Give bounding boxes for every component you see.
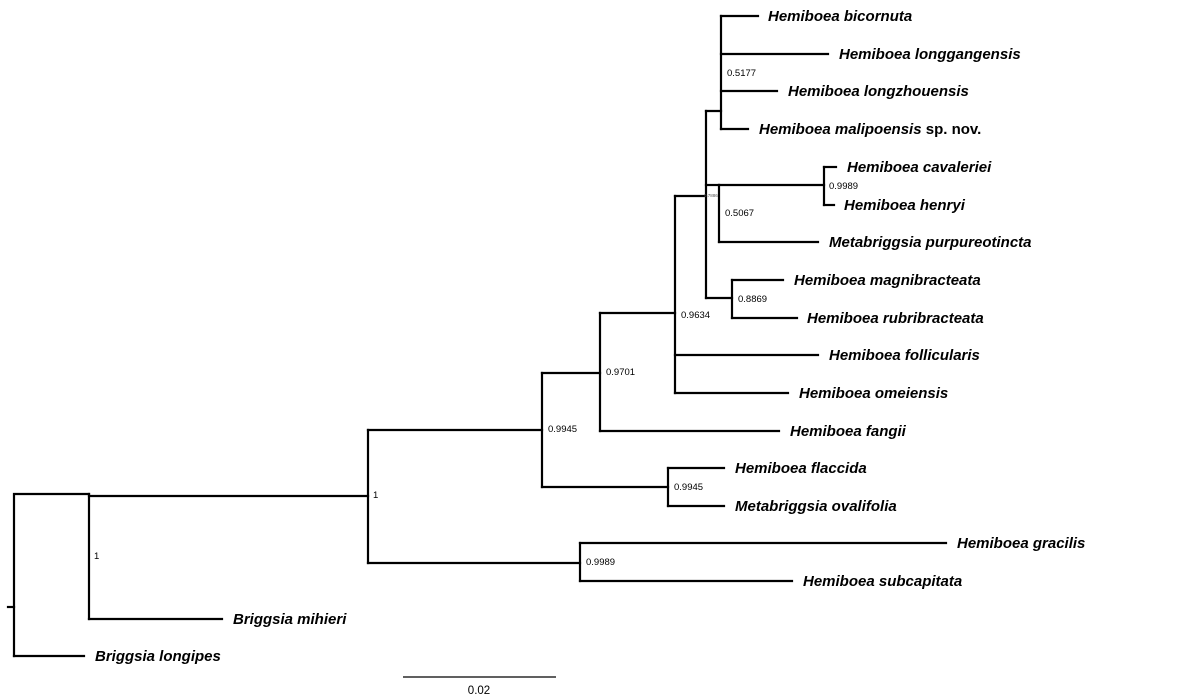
taxon-name: Hemiboea flaccida	[735, 460, 867, 477]
taxon-name: Hemiboea gracilis	[957, 535, 1085, 552]
support-value-fangii-clade: 0.9701	[606, 367, 635, 378]
tree-branches	[6, 14, 948, 658]
scale-bar-label: 0.02	[468, 685, 490, 697]
taxon-label-omeiensis: Hemiboea omeiensis	[799, 385, 948, 402]
support-value-cavaleriei-clade: 0.5067	[725, 208, 754, 219]
taxon-label-longgangensis: Hemiboea longgangensis	[839, 46, 1021, 63]
taxon-name: Hemiboea henryi	[844, 197, 966, 214]
taxon-label-rubribracteata: Hemiboea rubribracteata	[807, 310, 984, 327]
taxon-label-mihieri: Briggsia mihieri	[233, 611, 347, 628]
scale-bar: 0.02	[403, 676, 556, 697]
support-value-core-clade: 0.9634	[681, 310, 710, 321]
support-value-magnibracteata-rubribracteata: 0.8869	[738, 294, 767, 305]
taxon-label-gracilis: Hemiboea gracilis	[957, 535, 1085, 552]
taxon-name: Hemiboea malipoensis	[759, 121, 922, 138]
taxon-label-longzhouensis: Hemiboea longzhouensis	[788, 83, 969, 100]
support-value-flaccida-ovalifolia: 0.9945	[674, 482, 703, 493]
taxon-name: Briggsia longipes	[95, 648, 221, 665]
taxon-name: Metabriggsia purpureotincta	[829, 234, 1032, 251]
support-values: 0.5177 0.9989 0.5067 0.7886 0.8869 0.9634 0.97…	[94, 68, 858, 568]
support-value-bicornuta-clade: 0.5177	[727, 68, 756, 79]
taxon-name: Hemiboea omeiensis	[799, 385, 948, 402]
taxon-label-ovalifolia: Metabriggsia ovalifolia	[735, 498, 897, 515]
taxon-label-bicornuta: Hemiboea bicornuta	[768, 8, 912, 25]
taxon-name: Hemiboea bicornuta	[768, 8, 912, 25]
support-value-hemiboea-main: 0.9945	[548, 424, 577, 435]
taxon-name: Briggsia mihieri	[233, 611, 347, 628]
taxon-suffix: sp. nov.	[922, 121, 982, 138]
taxon-label-magnibracteata: Hemiboea magnibracteata	[794, 272, 981, 289]
taxon-name: Hemiboea cavaleriei	[847, 159, 992, 176]
taxon-name: Hemiboea rubribracteata	[807, 310, 984, 327]
support-value-inner-hemiboea: 0.7886	[704, 193, 718, 198]
taxon-name: Hemiboea follicularis	[829, 347, 980, 364]
taxon-name: Metabriggsia ovalifolia	[735, 498, 897, 515]
support-value-cavaleriei-henryi: 0.9989	[829, 181, 858, 192]
taxon-name: Hemiboea longgangensis	[839, 46, 1021, 63]
taxon-label-henryi: Hemiboea henryi	[844, 197, 966, 214]
support-value-briggsia-mihieri-clade: 1	[94, 551, 99, 562]
taxon-label-follicularis: Hemiboea follicularis	[829, 347, 980, 364]
taxon-label-fangii: Hemiboea fangii	[790, 423, 907, 440]
support-value-ingroup: 1	[373, 490, 378, 501]
taxon-label-flaccida: Hemiboea flaccida	[735, 460, 867, 477]
taxon-label-cavaleriei: Hemiboea cavaleriei	[847, 159, 992, 176]
taxon-name: Hemiboea longzhouensis	[788, 83, 969, 100]
taxon-name: Hemiboea fangii	[790, 423, 907, 440]
support-value-gracilis-subcapitata: 0.9989	[586, 557, 615, 568]
taxon-name: Hemiboea magnibracteata	[794, 272, 981, 289]
taxon-label-purpureotincta: Metabriggsia purpureotincta	[829, 234, 1032, 251]
taxon-label-subcapitata: Hemiboea subcapitata	[803, 573, 962, 590]
taxon-label-malipoensis: Hemiboea malipoensis sp. nov.	[759, 121, 981, 138]
taxon-label-longipes: Briggsia longipes	[95, 648, 221, 665]
taxon-name: Hemiboea subcapitata	[803, 573, 962, 590]
